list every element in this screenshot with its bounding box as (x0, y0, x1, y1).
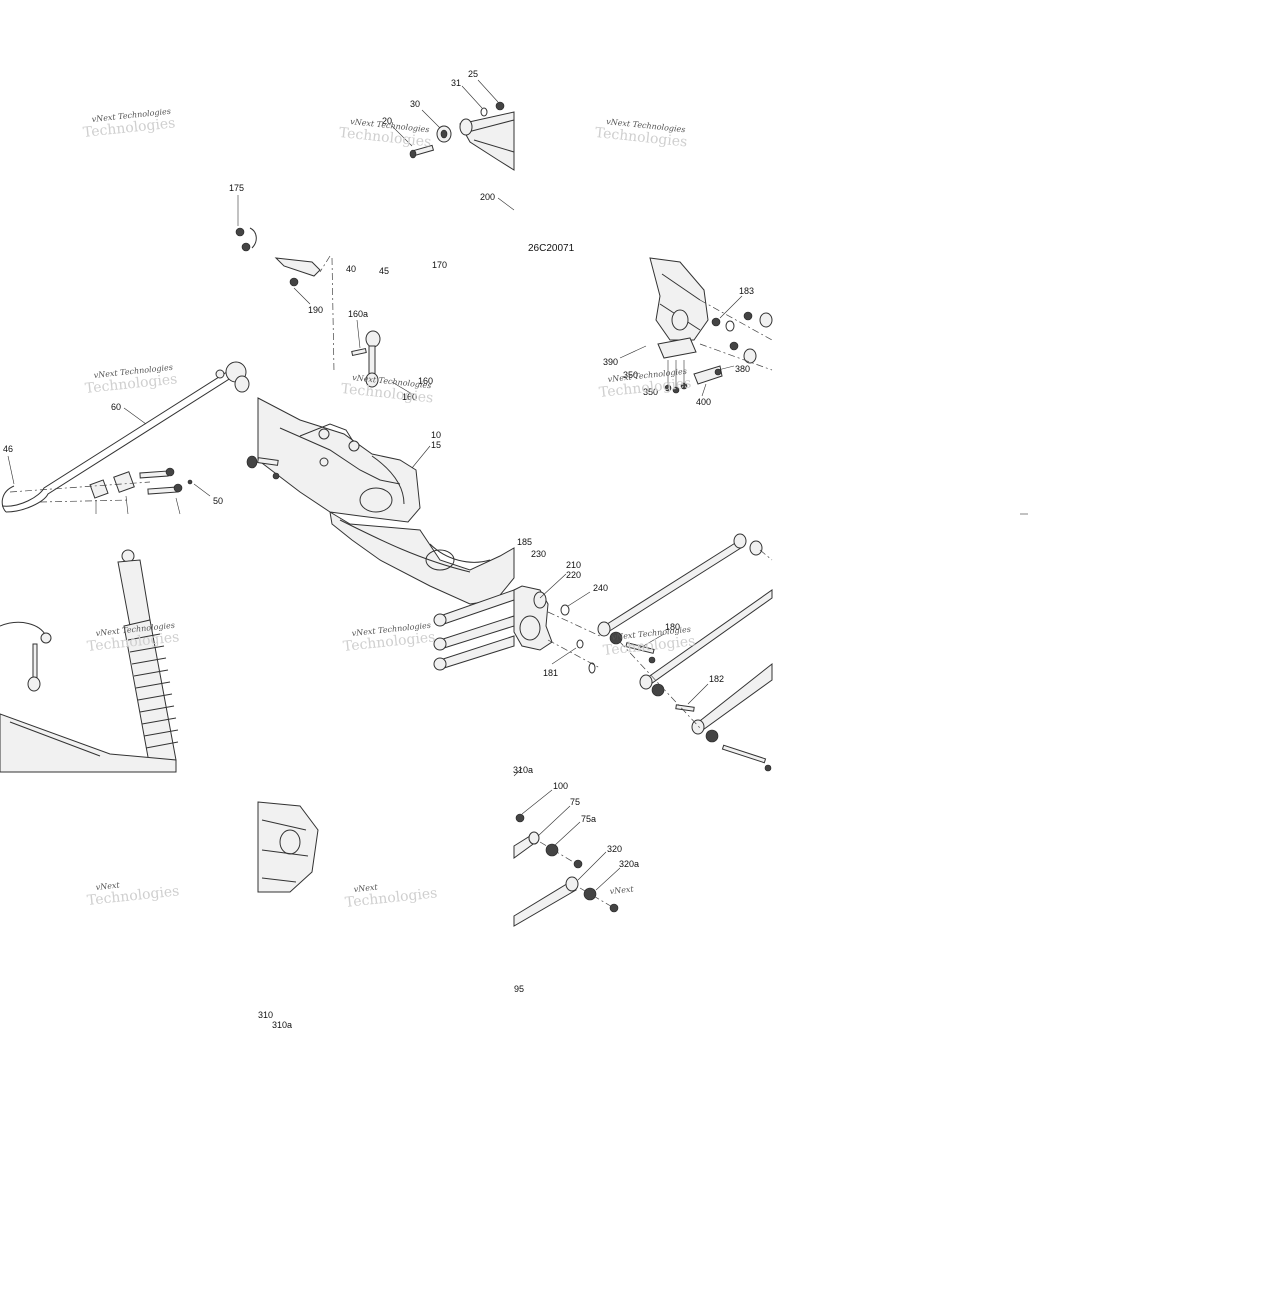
lower-arm-bottom (513, 831, 579, 927)
circlip-240 (560, 604, 570, 616)
watermark-7: Technologies vNext Technologies (86, 621, 180, 655)
label-75a: 75a (581, 814, 596, 824)
shock-absorber (117, 549, 179, 769)
label-60: 60 (111, 402, 121, 412)
diagram-code: 26C20071 (528, 243, 575, 254)
bushing-clamps (89, 467, 193, 499)
circlip-lower (588, 662, 596, 674)
label-240: 240 (593, 583, 608, 593)
nut-75 (573, 859, 583, 869)
plate-380 (693, 365, 723, 385)
links (597, 533, 773, 772)
bolts-350 (664, 360, 688, 394)
label-10: 10 (431, 430, 441, 440)
label-182: 182 (709, 674, 724, 684)
tile-lower-left (0, 549, 179, 773)
label-320a: 320a (619, 859, 639, 869)
rear-frame (257, 397, 515, 605)
label-95: 95 (514, 984, 524, 994)
label-160c: 160 (402, 392, 417, 402)
tile-middle-right: 183 390 350 350 380 400 210 220 240 181 (513, 257, 773, 772)
bushing-75a (545, 843, 559, 857)
label-183: 183 (739, 286, 754, 296)
upper-arm (459, 111, 515, 171)
label-200: 200 (480, 192, 495, 202)
label-20: 20 (382, 116, 392, 126)
label-310-top: 310a (513, 765, 533, 775)
label-160a: 160a (348, 309, 368, 319)
tile-masks (0, 0, 256, 50)
tile-bottom-center: 310a 100 75 75a 320 320a 95 (513, 765, 639, 994)
label-400: 400 (696, 397, 711, 407)
tile-middle-left: 60 46 50 (1, 361, 250, 515)
label-350b: 350 (643, 387, 658, 397)
watermark-1: Technologies vNext Technologies (82, 107, 176, 141)
watermark-12: vNext (609, 884, 635, 896)
label-390: 390 (603, 357, 618, 367)
nut-320 (609, 903, 619, 913)
tile-bottom-left: 310 310a (257, 801, 319, 1030)
tile-top-center: 25 31 30 20 200 26C20071 (382, 69, 575, 254)
label-210: 210 (566, 560, 581, 570)
lower-arm-left (0, 713, 177, 773)
label-180: 180 (665, 622, 680, 632)
watermark-10: Technologies vNext (86, 880, 180, 908)
knuckle (513, 585, 553, 651)
label-75: 75 (570, 797, 580, 807)
watermark-3: Technologies vNext Technologies (594, 117, 688, 151)
label-310: 310 (258, 1010, 273, 1020)
label-40: 40 (346, 264, 356, 274)
label-160b: 160 (418, 376, 433, 386)
stabilizer-link-left (0, 621, 52, 692)
svg-text:vNext: vNext (95, 880, 121, 892)
watermark-8: Technologies vNext Technologies (342, 621, 436, 655)
label-185: 185 (517, 537, 532, 547)
label-190: 190 (308, 305, 323, 315)
label-175: 175 (229, 183, 244, 193)
washer-31 (480, 107, 488, 117)
caliper (257, 801, 319, 893)
bolt-20 (409, 144, 435, 159)
watermark-6: Technologies vNext Technologies (598, 367, 692, 401)
svg-text:vNext: vNext (609, 884, 635, 896)
label-230: 230 (531, 549, 546, 559)
bolt-frame-left (246, 455, 280, 480)
watermark-4: Technologies vNext Technologies (84, 363, 178, 397)
sway-bar-60 (1, 361, 250, 513)
watermark-2: Technologies vNext Technologies (338, 117, 432, 151)
label-181: 181 (543, 668, 558, 678)
nut-25 (495, 101, 505, 111)
mounting-bracket (649, 257, 709, 359)
label-46: 46 (3, 444, 13, 454)
label-30: 30 (410, 99, 420, 109)
label-50: 50 (213, 496, 223, 506)
label-350a: 350 (623, 370, 638, 380)
nut-100 (515, 813, 525, 823)
link-160a (351, 330, 381, 388)
nut-190 (289, 277, 299, 287)
label-380: 380 (735, 364, 750, 374)
label-15: 15 (431, 440, 441, 450)
washer-181 (576, 639, 584, 649)
label-320: 320 (607, 844, 622, 854)
label-25: 25 (468, 69, 478, 79)
stabilizer-bracket (235, 227, 321, 277)
watermark-11: Technologies vNext (344, 882, 438, 910)
label-170: 170 (432, 260, 447, 270)
label-310a: 310a (272, 1020, 292, 1030)
bushing-183 (711, 311, 773, 364)
label-45: 45 (379, 266, 389, 276)
label-100: 100 (553, 781, 568, 791)
svg-text:vNext: vNext (353, 882, 379, 894)
bushing-30 (436, 125, 452, 143)
label-31: 31 (451, 78, 461, 88)
tile-middle-center: 175 40 45 170 190 160a 160 160 10 1 (229, 183, 546, 671)
label-220: 220 (566, 570, 581, 580)
